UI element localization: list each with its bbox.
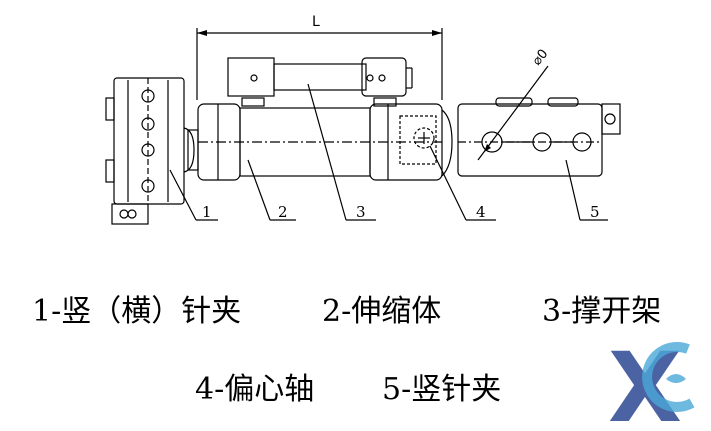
leader-4: 4 <box>429 145 496 221</box>
legend-item-4: 4-偏心轴 <box>195 372 315 407</box>
leader-1: 1 <box>169 169 218 221</box>
callout-1: 1 <box>202 203 212 221</box>
brand-logo-icon: X <box>608 333 695 427</box>
part-3-spreader <box>227 57 413 97</box>
part-2-telescopic-body <box>197 97 443 181</box>
part-5-right-clamp <box>457 97 621 177</box>
dimension-diameter-label: ⌀0 <box>530 47 552 69</box>
legend-item-3: 3-撑开架 <box>542 294 662 329</box>
callout-3: 3 <box>356 203 366 221</box>
part-1-left-clamp <box>105 77 199 225</box>
leader-3: 3 <box>307 83 376 221</box>
callout-4: 4 <box>476 203 486 221</box>
callout-2: 2 <box>278 203 288 221</box>
callout-5: 5 <box>590 203 600 221</box>
legend-item-2: 2-伸缩体 <box>322 294 442 329</box>
dimension-diameter: ⌀0 <box>477 47 552 161</box>
part-4-eccentric-shaft <box>399 109 453 177</box>
legend-item-1: 1-竖（横）针夹 <box>32 294 242 329</box>
dimension-length-label: L <box>312 14 320 30</box>
leader-2: 2 <box>247 159 296 221</box>
dimension-length: L <box>196 14 443 100</box>
leader-5: 5 <box>565 159 608 221</box>
legend-item-5: 5-竖针夹 <box>382 372 502 407</box>
